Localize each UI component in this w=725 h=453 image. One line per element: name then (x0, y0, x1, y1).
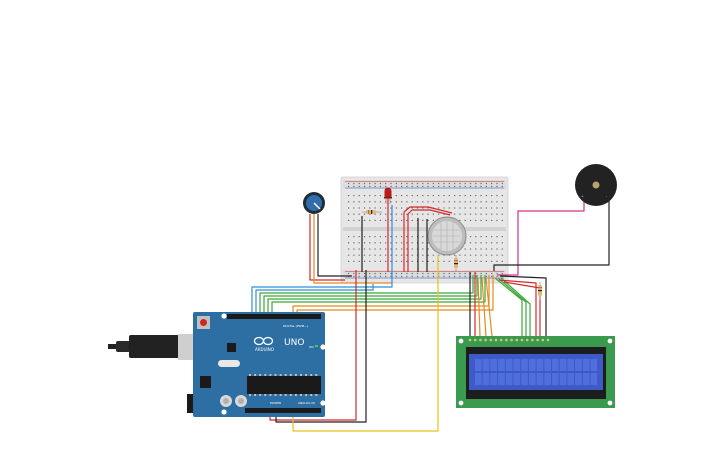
gas-sensor[interactable] (427, 216, 467, 256)
lcd-pins (468, 338, 550, 342)
resistor-2[interactable] (454, 255, 458, 272)
potentiometer[interactable] (303, 192, 325, 214)
power-label: POWER (270, 401, 281, 405)
led-red[interactable] (384, 187, 392, 205)
wire-black-buzzer (493, 197, 610, 271)
on-label: ON (309, 345, 314, 349)
wire-lcd-red-2 (498, 279, 537, 336)
resistor-1[interactable] (362, 210, 382, 214)
wire-pot-black (317, 214, 352, 277)
wire-lcd-green-3 (500, 277, 531, 336)
wire-lcd-orange-2 (481, 277, 487, 337)
wire-bb-red-3 (407, 209, 451, 216)
wire-lcd-orange-3 (485, 277, 493, 337)
svg-text:+: + (581, 194, 584, 198)
breadboard[interactable] (340, 176, 509, 284)
analog-label: ANALOG IN (298, 401, 315, 405)
board-label: UNO (284, 338, 304, 348)
wire-green-3 (267, 275, 482, 318)
lcd-character-cells (475, 359, 598, 385)
chip-pins (249, 374, 318, 396)
wire-bb-red-2 (403, 206, 453, 214)
arduino-uno[interactable]: UNO ARDUINO DIGITAL (PWM~) POWER ANALOG … (108, 312, 326, 417)
wire-lcd-green-1 (494, 277, 523, 336)
wire-lcd-orange-1 (477, 277, 481, 337)
arduino-logo-icon (253, 336, 274, 346)
wire-blue-1 (251, 205, 393, 318)
brand-label: ARDUINO (255, 347, 274, 352)
wire-magenta-buzzer (497, 197, 585, 276)
wire-green-4 (271, 275, 486, 318)
wire-lcd-black-2 (499, 275, 547, 336)
lcd-16x2[interactable] (456, 336, 615, 408)
digital-label: DIGITAL (PWM~) (283, 324, 308, 328)
wire-blue-2 (255, 284, 374, 318)
wire-green-2 (263, 275, 478, 318)
breadboard-holes (348, 182, 503, 278)
wire-pot-red (309, 214, 345, 281)
wire-lcd-green-2 (497, 277, 527, 336)
svg-text:-: - (606, 194, 607, 198)
wire-yellow-sensor (292, 255, 439, 432)
piezo-buzzer[interactable]: + - (575, 164, 617, 206)
resistor-3[interactable] (538, 282, 542, 300)
